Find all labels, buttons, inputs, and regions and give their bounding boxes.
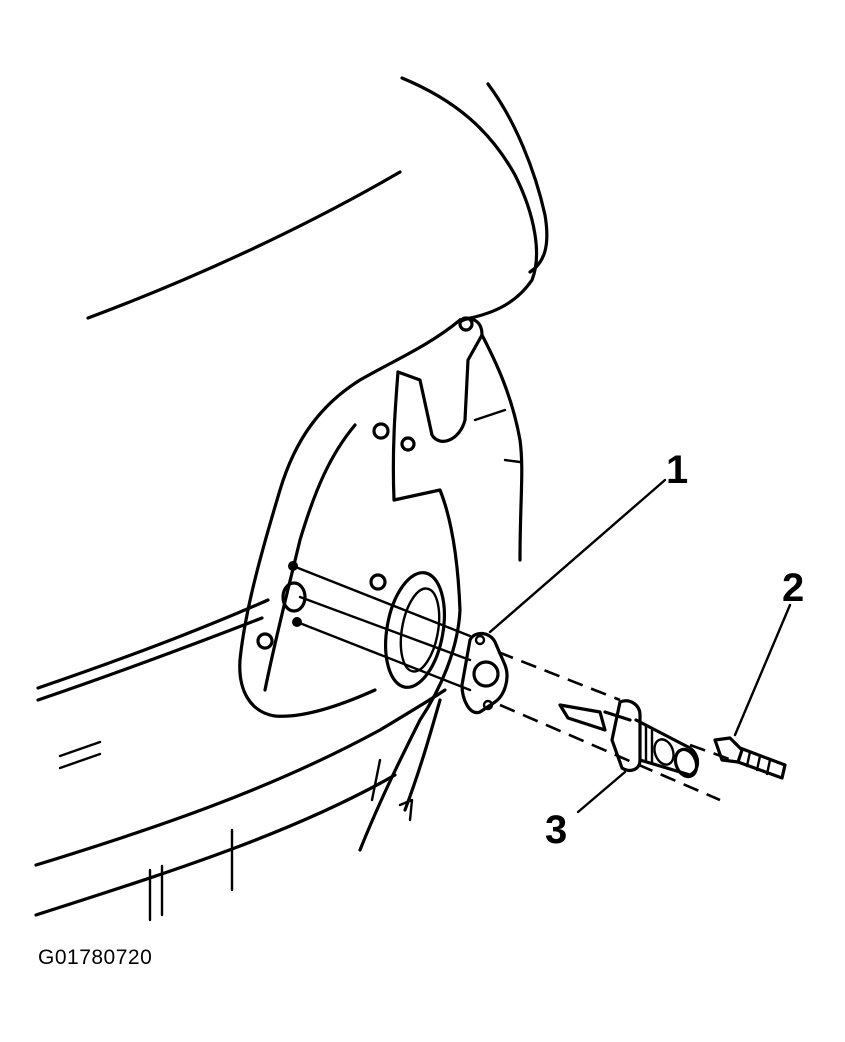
gasket-part — [460, 631, 509, 715]
callout-2: 2 — [782, 566, 805, 610]
figure-id: G01780720 — [38, 946, 153, 969]
bolt-part — [713, 736, 787, 780]
callout-1: 1 — [666, 448, 689, 492]
alignment-lines — [291, 564, 761, 802]
callout-leaders — [488, 478, 792, 814]
vehicle-body-outline — [34, 76, 549, 922]
sensor-part — [558, 699, 700, 779]
mounting-bracket-panel — [256, 316, 524, 852]
callout-3: 3 — [545, 808, 568, 852]
